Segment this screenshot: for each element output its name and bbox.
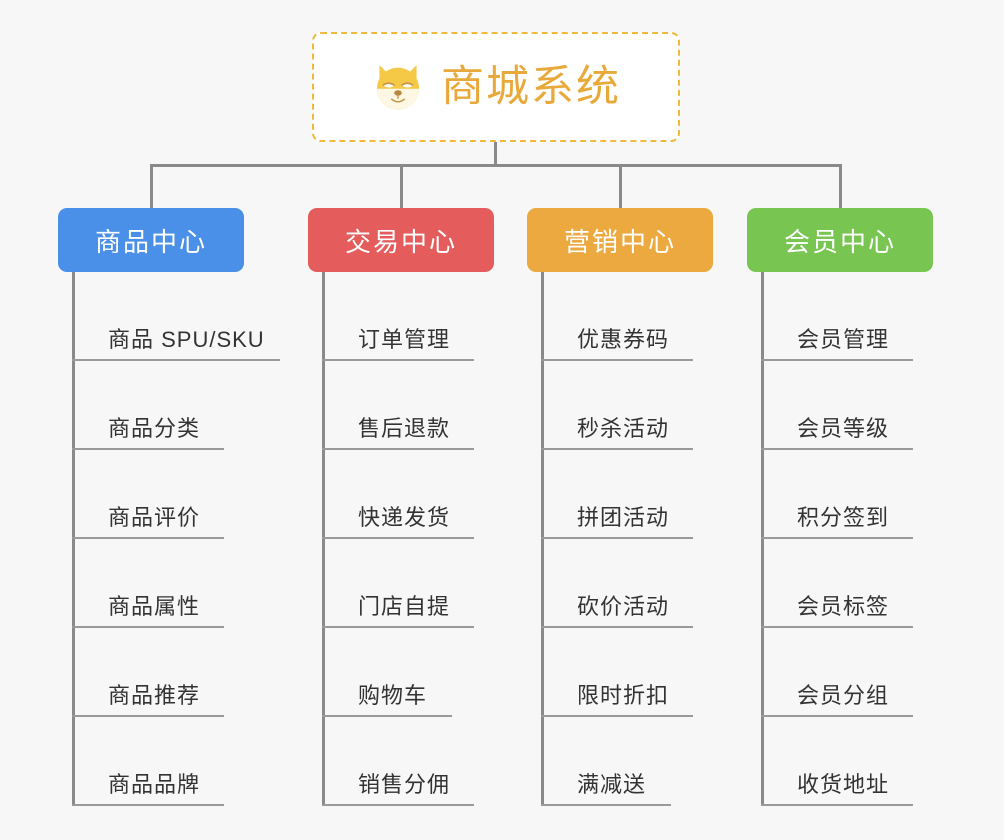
connector-drop-4 [839, 164, 842, 208]
category-header-1[interactable]: 商品中心 [58, 208, 244, 272]
leaf-list-4: 会员管理 会员等级 积分签到 会员标签 会员分组 收货地址 [761, 272, 981, 806]
leaf-rule [72, 537, 224, 539]
leaf-rule [761, 715, 913, 717]
leaf-label: 秒杀活动 [577, 416, 670, 441]
leaf-item[interactable]: 商品评价 [72, 450, 292, 539]
leaf-label: 满减送 [577, 772, 647, 797]
leaf-label: 商品 SPU/SKU [108, 327, 265, 352]
leaf-item[interactable]: 商品推荐 [72, 628, 292, 717]
leaf-item[interactable]: 限时折扣 [541, 628, 761, 717]
leaf-item[interactable]: 快递发货 [322, 450, 542, 539]
category-header-2[interactable]: 交易中心 [308, 208, 494, 272]
leaf-label: 商品品牌 [108, 772, 201, 797]
leaf-rule [322, 804, 474, 806]
leaf-item[interactable]: 购物车 [322, 628, 542, 717]
leaf-item[interactable]: 会员分组 [761, 628, 981, 717]
category-trunk-3 [541, 272, 544, 806]
leaf-item[interactable]: 商品品牌 [72, 717, 292, 806]
leaf-item[interactable]: 订单管理 [322, 272, 542, 361]
leaf-rule [761, 626, 913, 628]
leaf-label: 会员标签 [797, 594, 890, 619]
leaf-rule [761, 359, 913, 361]
leaf-label: 销售分佣 [358, 772, 451, 797]
connector-drop-2 [400, 164, 403, 208]
leaf-rule [541, 626, 693, 628]
leaf-label: 购物车 [358, 683, 428, 708]
leaf-list-2: 订单管理 售后退款 快递发货 门店自提 购物车 销售分佣 [322, 272, 542, 806]
category-header-3[interactable]: 营销中心 [527, 208, 713, 272]
leaf-item[interactable]: 商品属性 [72, 539, 292, 628]
category-header-4[interactable]: 会员中心 [747, 208, 933, 272]
leaf-rule [761, 448, 913, 450]
leaf-label: 会员分组 [797, 683, 890, 708]
category-trunk-2 [322, 272, 325, 806]
leaf-rule [541, 448, 693, 450]
leaf-item[interactable]: 会员标签 [761, 539, 981, 628]
leaf-item[interactable]: 会员等级 [761, 361, 981, 450]
category-header-3-label: 营销中心 [563, 226, 676, 257]
leaf-rule [72, 359, 280, 361]
leaf-item[interactable]: 售后退款 [322, 361, 542, 450]
leaf-list-3: 优惠券码 秒杀活动 拼团活动 砍价活动 限时折扣 满减送 [541, 272, 761, 806]
leaf-rule [72, 448, 224, 450]
leaf-rule [322, 626, 474, 628]
leaf-item[interactable]: 销售分佣 [322, 717, 542, 806]
leaf-rule [541, 537, 693, 539]
leaf-item[interactable]: 满减送 [541, 717, 761, 806]
leaf-item[interactable]: 拼团活动 [541, 450, 761, 539]
leaf-item[interactable]: 会员管理 [761, 272, 981, 361]
leaf-rule [322, 359, 474, 361]
leaf-item[interactable]: 秒杀活动 [541, 361, 761, 450]
leaf-label: 拼团活动 [577, 505, 670, 530]
category-header-1-label: 商品中心 [94, 226, 207, 257]
shiba-dog-face-icon [376, 65, 420, 110]
leaf-label: 会员等级 [797, 416, 890, 441]
leaf-label: 会员管理 [797, 327, 890, 352]
leaf-label: 优惠券码 [577, 327, 670, 352]
leaf-rule [761, 537, 913, 539]
leaf-label: 收货地址 [797, 772, 890, 797]
root-node[interactable]: 商城系统 [312, 32, 680, 142]
category-trunk-1 [72, 272, 75, 806]
leaf-rule [541, 804, 671, 806]
category-trunk-4 [761, 272, 764, 806]
leaf-label: 商品属性 [108, 594, 201, 619]
leaf-rule [72, 626, 224, 628]
leaf-rule [322, 537, 474, 539]
leaf-rule [322, 715, 452, 717]
category-header-2-label: 交易中心 [344, 226, 457, 257]
leaf-rule [72, 715, 224, 717]
leaf-label: 砍价活动 [577, 594, 670, 619]
leaf-item[interactable]: 商品分类 [72, 361, 292, 450]
leaf-label: 门店自提 [358, 594, 451, 619]
leaf-label: 商品评价 [108, 505, 201, 530]
category-header-4-label: 会员中心 [783, 226, 896, 257]
leaf-rule [541, 359, 693, 361]
leaf-label: 商品推荐 [108, 683, 201, 708]
leaf-item[interactable]: 商品 SPU/SKU [72, 272, 292, 361]
leaf-item[interactable]: 砍价活动 [541, 539, 761, 628]
connector-horizontal-bar [150, 164, 842, 167]
leaf-item[interactable]: 优惠券码 [541, 272, 761, 361]
connector-drop-1 [150, 164, 153, 208]
leaf-rule [541, 715, 693, 717]
leaf-label: 积分签到 [797, 505, 890, 530]
leaf-item[interactable]: 门店自提 [322, 539, 542, 628]
leaf-rule [761, 804, 913, 806]
leaf-item[interactable]: 收货地址 [761, 717, 981, 806]
leaf-label: 商品分类 [108, 416, 201, 441]
leaf-list-1: 商品 SPU/SKU 商品分类 商品评价 商品属性 商品推荐 商品品牌 [72, 272, 292, 806]
leaf-label: 售后退款 [358, 416, 451, 441]
connector-root-stem [494, 142, 497, 166]
leaf-rule [72, 804, 224, 806]
connector-drop-3 [619, 164, 622, 208]
leaf-label: 订单管理 [358, 327, 451, 352]
leaf-item[interactable]: 积分签到 [761, 450, 981, 539]
root-title: 商城系统 [441, 62, 621, 111]
leaf-label: 限时折扣 [577, 683, 670, 708]
leaf-rule [322, 448, 474, 450]
leaf-label: 快递发货 [358, 505, 451, 530]
